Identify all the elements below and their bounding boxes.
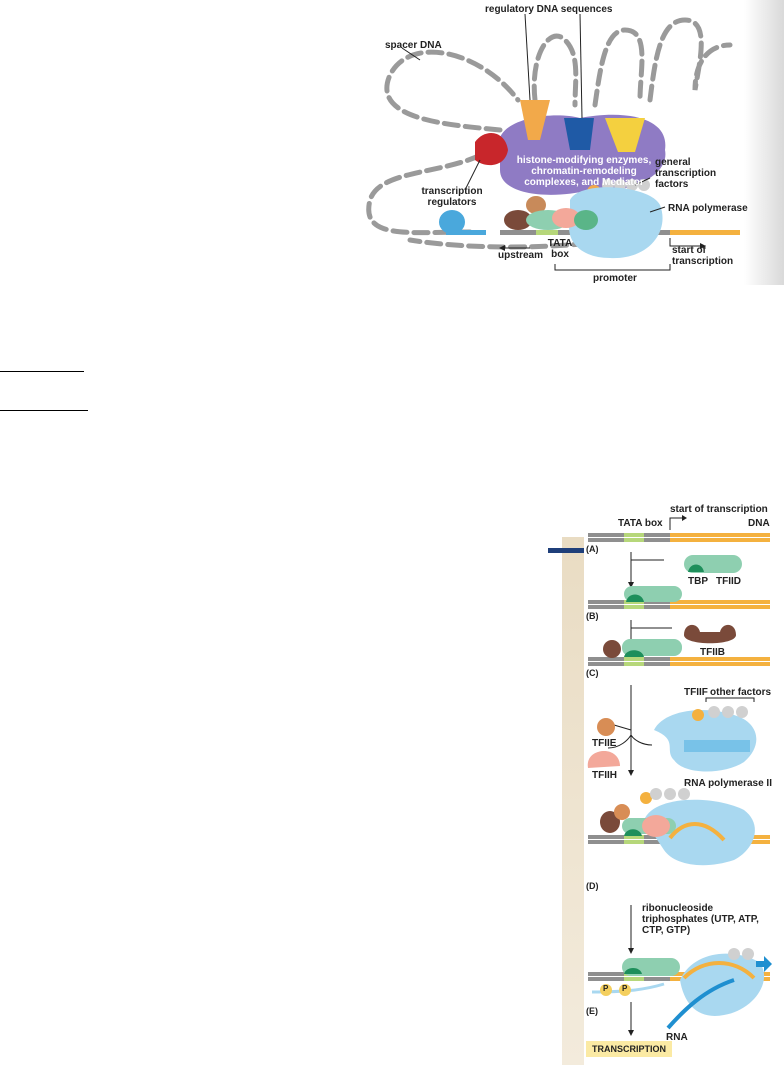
spacer-dna-loops — [366, 17, 733, 250]
tfiie-blob — [526, 196, 546, 214]
label-start-top: start of transcription — [672, 245, 734, 267]
label-upstream: upstream — [498, 250, 544, 261]
label-tfiid: TFIID — [716, 576, 741, 587]
beige-strip — [562, 537, 584, 1065]
dna-orange — [670, 230, 740, 235]
label-tata-bottom: TATA box — [618, 518, 663, 529]
blue-regulator — [564, 118, 594, 150]
step-d: (D) — [586, 881, 599, 891]
label-tfiih: TFIIH — [592, 770, 617, 781]
label-regulatory-dna: regulatory DNA sequences — [485, 4, 613, 15]
label-tfiib: TFIIB — [700, 647, 725, 658]
top-figure-drawing — [366, 0, 784, 285]
label-tfiie: TFIIE — [592, 738, 617, 749]
label-tfiif: TFIIF — [684, 687, 708, 698]
label-dna: DNA — [748, 518, 770, 529]
dna-blue-site — [446, 230, 486, 235]
dna-c — [588, 657, 770, 666]
label-ntp: ribonucleoside triphosphates (UTP, ATP, … — [642, 903, 759, 936]
phosphate-1: P — [603, 984, 609, 993]
label-start-bottom: start of transcription — [670, 504, 768, 515]
page-edge-shade — [744, 0, 784, 285]
rna-polymerase — [569, 187, 663, 259]
label-complex: histone-modifying enzymes, chromatin-rem… — [516, 155, 652, 188]
blank-line-1 — [0, 371, 84, 372]
label-regulators: transcription regulators — [421, 186, 483, 208]
label-tbp: TBP — [688, 576, 708, 587]
tfiib-blob — [504, 210, 532, 230]
dna-a — [588, 533, 770, 542]
label-tata-box: TATA box — [547, 238, 573, 260]
blue-dna-regulator — [439, 210, 465, 234]
bottom-figure-drawing — [587, 515, 772, 1036]
label-spacer-dna: spacer DNA — [385, 40, 442, 51]
label-transcription: TRANSCRIPTION — [586, 1041, 672, 1057]
step-c: (C) — [586, 668, 599, 678]
dna-b — [588, 600, 770, 609]
orange-regulator — [520, 100, 550, 140]
tfiih-blob — [552, 208, 580, 228]
label-rna-polymerase: RNA polymerase — [668, 203, 748, 214]
tata-box-top — [536, 230, 558, 235]
red-regulator — [475, 132, 508, 166]
label-rna: RNA — [666, 1032, 688, 1043]
step-a: (A) — [586, 544, 599, 554]
label-general-tf: general transcription factors — [655, 157, 717, 190]
green-blob — [574, 210, 598, 230]
phosphate-2: P — [622, 984, 628, 993]
blank-line-2 — [0, 410, 88, 411]
step-e: (E) — [586, 1006, 598, 1016]
top-figure: regulatory DNA sequences spacer DNA hist… — [350, 0, 784, 285]
yellow-regulator — [605, 118, 645, 152]
label-rna-pol-ii: RNA polymerase II — [684, 778, 772, 789]
label-other-factors: other factors — [710, 687, 772, 698]
bottom-figure: start of transcription TATA box DNA (A) … — [584, 500, 784, 1065]
blue-marker — [548, 548, 584, 553]
step-b: (B) — [586, 611, 599, 621]
label-promoter: promoter — [593, 273, 637, 284]
